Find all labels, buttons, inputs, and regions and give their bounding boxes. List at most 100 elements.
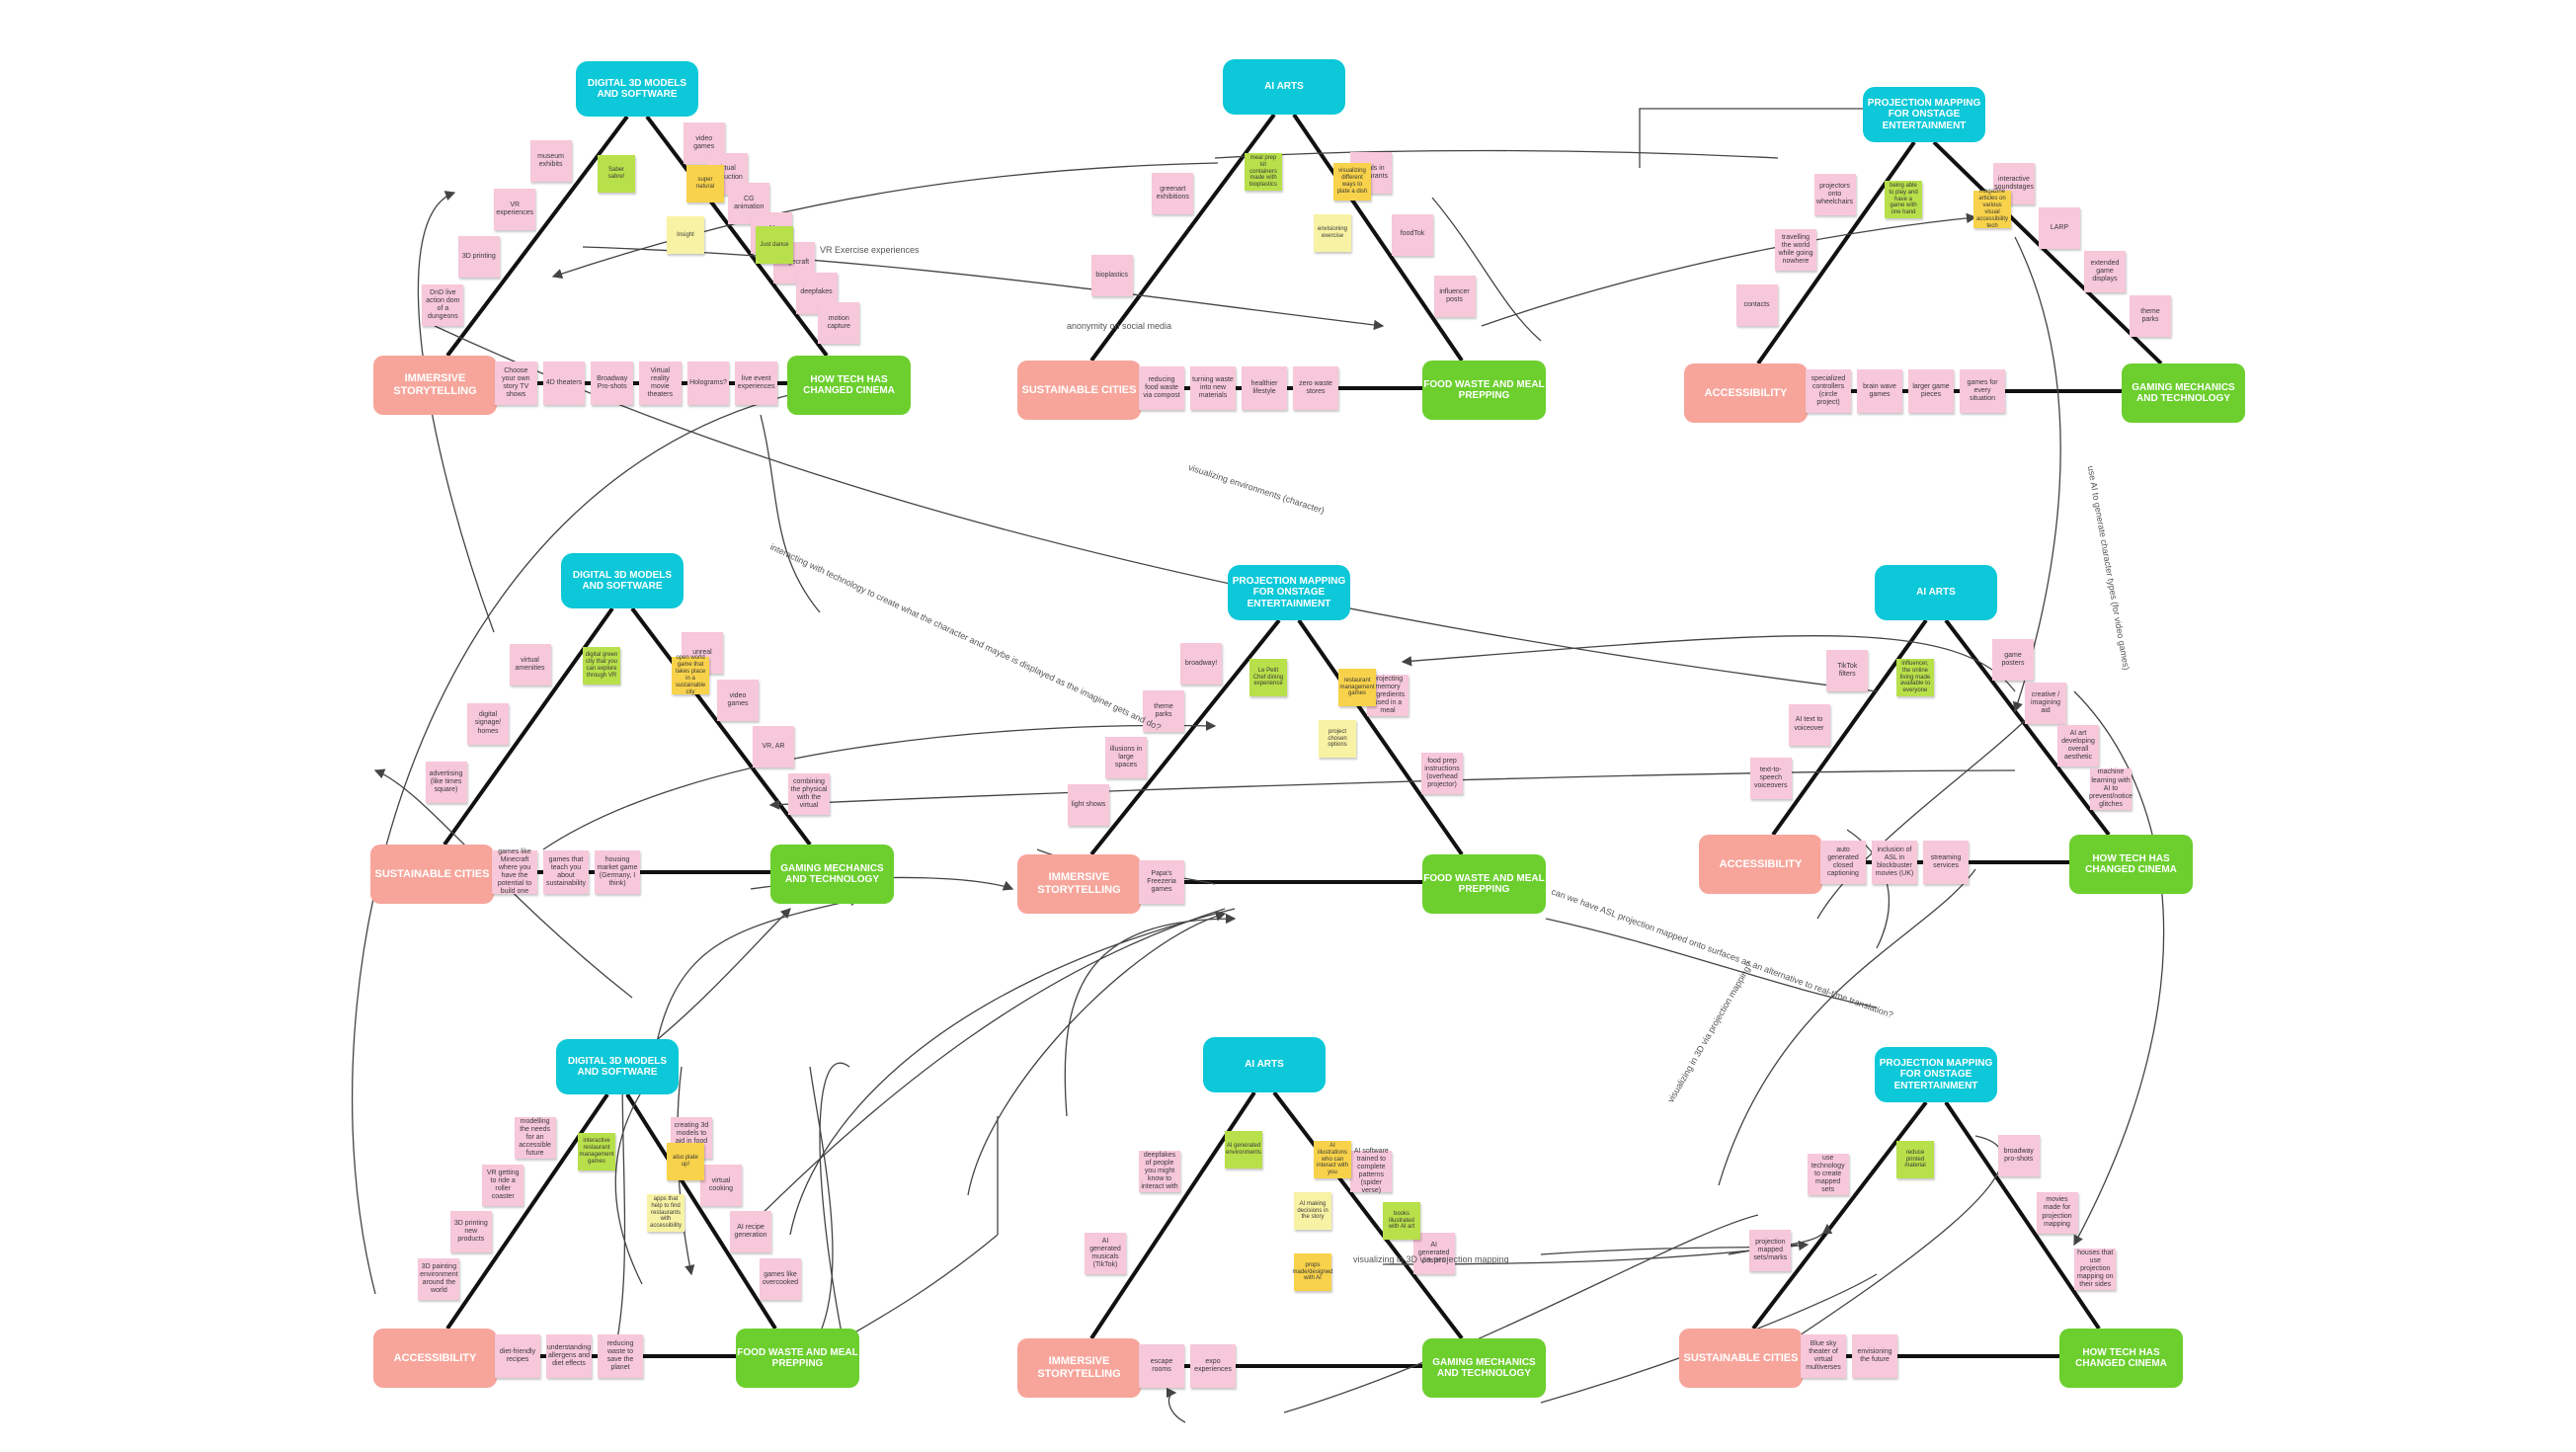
- sticky-note[interactable]: advertising (like times square): [425, 762, 467, 804]
- sticky-note[interactable]: Virtual reality movie theaters: [639, 362, 682, 405]
- sticky-note[interactable]: Papa's Freezeria games: [1139, 860, 1184, 904]
- sticky-note[interactable]: 4D theaters: [542, 362, 586, 405]
- sticky-note[interactable]: contacts: [1735, 284, 1778, 326]
- right-node[interactable]: HOW TECH HAS CHANGED CINEMA: [2069, 835, 2193, 894]
- sticky-note[interactable]: Insight: [667, 216, 704, 254]
- sticky-note[interactable]: modelling the needs for an accessible fu…: [514, 1117, 556, 1160]
- sticky-note[interactable]: digital signage/ homes: [467, 702, 509, 745]
- sticky-note[interactable]: reducing waste to save the planet: [598, 1334, 643, 1378]
- sticky-note[interactable]: AI art developing overall aesthetic: [2057, 725, 2099, 767]
- sticky-note[interactable]: deepfakes: [795, 272, 838, 314]
- sticky-note[interactable]: museum exhibits: [529, 140, 572, 183]
- sticky-note[interactable]: theme parks: [2130, 295, 2171, 338]
- left-node[interactable]: SUSTAINABLE CITIES: [1017, 361, 1141, 420]
- sticky-note[interactable]: auto generated closed captioning: [1820, 841, 1866, 884]
- sticky-note[interactable]: games like Minecraft where you have the …: [492, 848, 537, 895]
- right-node[interactable]: HOW TECH HAS CHANGED CINEMA: [787, 356, 911, 415]
- sticky-note[interactable]: digital green city that you can explore …: [583, 647, 620, 685]
- top-node[interactable]: PROJECTION MAPPING FOR ONSTAGE ENTERTAIN…: [1863, 87, 1985, 142]
- right-node[interactable]: FOOD WASTE AND MEAL PREPPING: [736, 1329, 859, 1388]
- sticky-note[interactable]: understanding allergens and diet effects: [546, 1334, 592, 1378]
- sticky-note[interactable]: apps that help to find restaurants with …: [647, 1194, 684, 1232]
- sticky-note[interactable]: AI illustrations who can interact with y…: [1314, 1141, 1351, 1178]
- left-node[interactable]: SUSTAINABLE CITIES: [370, 845, 494, 904]
- sticky-note[interactable]: AI software trained to complete patterns…: [1350, 1148, 1393, 1194]
- sticky-note[interactable]: travelling the world while going nowhere: [1775, 229, 1816, 271]
- sticky-note[interactable]: AI recipe generation: [730, 1211, 771, 1253]
- sticky-note[interactable]: TikTok filters: [1826, 650, 1869, 692]
- sticky-note[interactable]: influencer, the online living made avail…: [1896, 659, 1934, 696]
- sticky-note[interactable]: broadway!: [1180, 643, 1222, 686]
- sticky-note[interactable]: projection mapped sets/marks: [1749, 1229, 1792, 1271]
- top-node[interactable]: AI ARTS: [1203, 1037, 1326, 1092]
- top-node[interactable]: DIGITAL 3D MODELS AND SOFTWARE: [576, 61, 698, 117]
- top-node[interactable]: DIGITAL 3D MODELS AND SOFTWARE: [556, 1039, 679, 1094]
- right-node[interactable]: FOOD WASTE AND MEAL PREPPING: [1422, 854, 1546, 914]
- sticky-note[interactable]: AI generated musicals (TikTok): [1085, 1233, 1126, 1274]
- sticky-note[interactable]: AI generated posters: [1412, 1233, 1455, 1274]
- sticky-note[interactable]: motion capture: [818, 301, 860, 344]
- sticky-note[interactable]: envisioning the future: [1852, 1334, 1897, 1378]
- sticky-note[interactable]: VR, AR: [753, 726, 794, 768]
- left-node[interactable]: ACCESSIBILITY: [373, 1329, 497, 1388]
- sticky-note[interactable]: live event experiences: [735, 362, 777, 405]
- right-node[interactable]: FOOD WASTE AND MEAL PREPPING: [1422, 361, 1546, 420]
- sticky-note[interactable]: AI generated environments: [1225, 1131, 1262, 1169]
- sticky-note[interactable]: 3D printing new products: [449, 1211, 492, 1253]
- sticky-note[interactable]: larger game pieces: [1908, 369, 1954, 413]
- sticky-note[interactable]: brain wave games: [1857, 369, 1902, 413]
- sticky-note[interactable]: housing market game (Germany, I think): [595, 850, 640, 894]
- sticky-note[interactable]: interactive restaurant management games: [578, 1133, 615, 1170]
- sticky-note[interactable]: meal prep kit containers made with biopl…: [1245, 153, 1282, 191]
- sticky-note[interactable]: Blue sky theater of virtual multiverses: [1801, 1334, 1846, 1378]
- sticky-note[interactable]: 3D printing: [457, 236, 500, 279]
- sticky-note[interactable]: projectors onto wheelchairs: [1813, 174, 1856, 215]
- sticky-note[interactable]: turning waste into new materials: [1190, 366, 1236, 410]
- left-node[interactable]: IMMERSIVE STORYTELLING: [1017, 1338, 1141, 1398]
- sticky-note[interactable]: project chosen options: [1319, 720, 1356, 758]
- left-node[interactable]: SUSTAINABLE CITIES: [1679, 1329, 1803, 1388]
- sticky-note[interactable]: reduce printed material: [1896, 1141, 1934, 1178]
- right-node[interactable]: GAMING MECHANICS AND TECHNOLOGY: [1422, 1338, 1546, 1398]
- sticky-note[interactable]: Le Petit Chef dining experience: [1249, 659, 1287, 696]
- sticky-note[interactable]: 3D painting environment around the world: [418, 1257, 460, 1300]
- sticky-note[interactable]: VR experiences: [494, 188, 536, 230]
- sticky-note[interactable]: games for every situation: [1960, 369, 2005, 413]
- sticky-note[interactable]: DnD live action dom of a dungeons: [422, 283, 464, 326]
- sticky-note[interactable]: props made/designed with AI: [1292, 1253, 1333, 1291]
- sticky-note[interactable]: food prep instructions (overhead project…: [1421, 753, 1463, 794]
- sticky-note[interactable]: specialized controllers (circle project): [1806, 369, 1851, 413]
- sticky-note[interactable]: Choose your own story TV shows: [495, 362, 537, 405]
- top-node[interactable]: AI ARTS: [1875, 565, 1997, 620]
- sticky-note[interactable]: video games: [717, 679, 759, 721]
- sticky-note[interactable]: virtual amenities: [509, 643, 551, 686]
- sticky-note[interactable]: combining the physical with the virtual: [788, 773, 830, 816]
- sticky-note[interactable]: games like overcooked: [760, 1257, 801, 1300]
- sticky-note[interactable]: Holograms?: [686, 362, 730, 405]
- left-node[interactable]: IMMERSIVE STORYTELLING: [1017, 854, 1141, 914]
- sticky-note[interactable]: light shows: [1068, 783, 1109, 826]
- sticky-note[interactable]: magazine articles on various visual acce…: [1973, 189, 2011, 229]
- sticky-note[interactable]: restaurant management games: [1338, 669, 1376, 706]
- sticky-note[interactable]: VR getting to ride a roller coaster: [482, 1164, 524, 1206]
- sticky-note[interactable]: virtual cooking: [700, 1164, 742, 1206]
- right-node[interactable]: HOW TECH HAS CHANGED CINEMA: [2059, 1329, 2183, 1388]
- sticky-note[interactable]: game posters: [1992, 639, 2034, 682]
- right-node[interactable]: GAMING MECHANICS AND TECHNOLOGY: [770, 845, 894, 904]
- sticky-note[interactable]: escape rooms: [1139, 1344, 1184, 1388]
- sticky-note[interactable]: Broadway Pro-shots: [591, 362, 633, 405]
- sticky-note[interactable]: also plate up!: [667, 1143, 704, 1180]
- sticky-note[interactable]: extended game displays: [2084, 251, 2126, 293]
- top-node[interactable]: PROJECTION MAPPING FOR ONSTAGE ENTERTAIN…: [1228, 565, 1350, 620]
- sticky-note[interactable]: Saber sabre!: [598, 155, 635, 193]
- sticky-note[interactable]: streaming services: [1923, 841, 1969, 884]
- sticky-note[interactable]: machine learning with AI to prevent/noti…: [2089, 767, 2133, 810]
- sticky-note[interactable]: deepfakes of people you might know to in…: [1139, 1151, 1180, 1192]
- sticky-note[interactable]: text-to-speech voiceovers: [1749, 757, 1792, 799]
- right-node[interactable]: GAMING MECHANICS AND TECHNOLOGY: [2122, 363, 2245, 423]
- sticky-note[interactable]: diet-friendly recipes: [495, 1334, 540, 1378]
- sticky-note[interactable]: AI making decisions in the story: [1294, 1192, 1331, 1230]
- left-node[interactable]: ACCESSIBILITY: [1699, 835, 1822, 894]
- sticky-note[interactable]: visualizing different ways to plate a di…: [1333, 163, 1371, 201]
- top-node[interactable]: AI ARTS: [1223, 59, 1345, 115]
